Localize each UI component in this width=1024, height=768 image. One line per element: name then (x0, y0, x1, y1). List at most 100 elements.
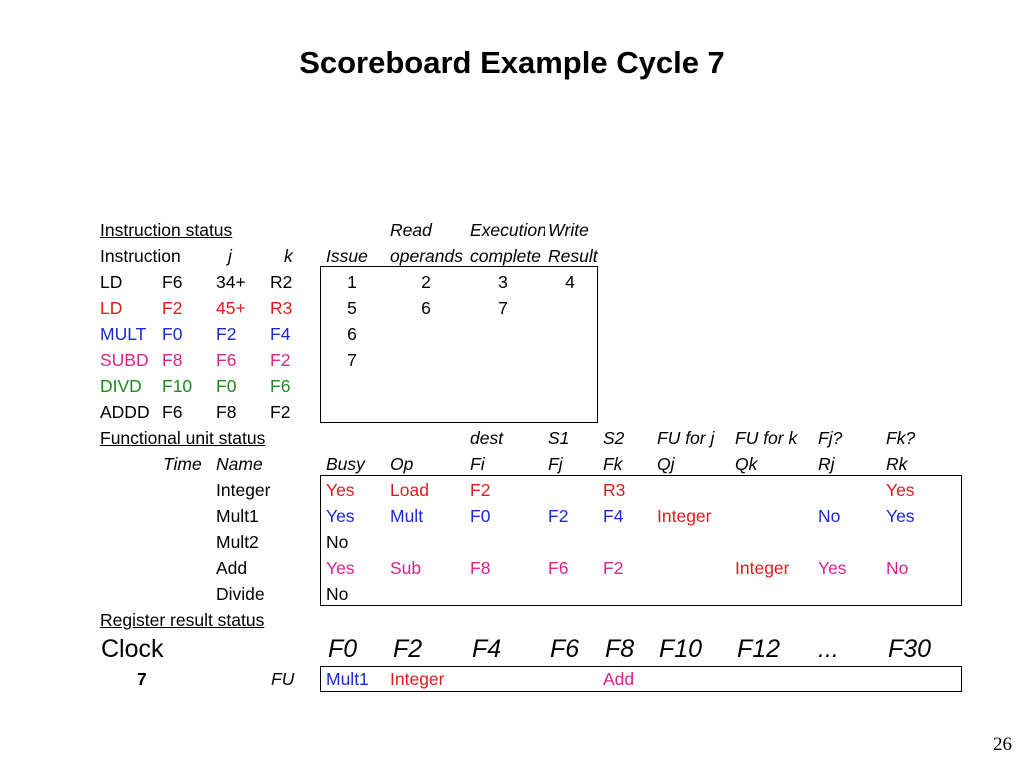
register-header: F8 (605, 635, 635, 663)
register-result-box (320, 666, 962, 692)
instr-j: F0 (216, 376, 237, 396)
header-write-label: Write (548, 220, 589, 240)
fu-header-rj: Rj (818, 454, 835, 474)
fu-rk: Yes (886, 506, 915, 526)
register-result-status-label: Register result status (100, 610, 265, 630)
fu-name: Integer (216, 480, 271, 500)
instr-exec: 3 (498, 272, 508, 292)
page-title: Scoreboard Example Cycle 7 (299, 45, 725, 80)
fu-busy: No (326, 584, 349, 604)
instr-j: F8 (216, 402, 237, 422)
header-k: k (284, 246, 293, 266)
fu-header-fk-ready: Fk? (886, 428, 916, 448)
fu-header-fu-j: FU for j (657, 428, 715, 448)
fu-name: Divide (216, 584, 265, 604)
header-execution-label: Execution (470, 220, 545, 240)
fu-header-fj-ready: Fj? (818, 428, 843, 448)
fu-fi: F8 (470, 558, 491, 578)
instr-dest: F6 (162, 272, 183, 292)
register-fu-value: Integer (390, 669, 445, 689)
fu-name: Add (216, 558, 248, 578)
instr-dest: F0 (162, 324, 183, 344)
clock-value: 7 (137, 669, 147, 689)
register-header: F4 (472, 635, 502, 663)
fu-header-qk: Qk (735, 454, 758, 474)
clock-label: Clock (101, 635, 164, 663)
fu-busy: No (326, 532, 349, 552)
fu-name: Mult1 (216, 506, 259, 526)
functional-unit-status-box (320, 475, 962, 606)
fu-header-busy: Busy (326, 454, 365, 474)
fu-header-fu-k: FU for k (735, 428, 798, 448)
fu-rk: Yes (886, 480, 915, 500)
fu-rj: Yes (818, 558, 847, 578)
instr-dest: F2 (162, 298, 183, 318)
fu-header-time: Time (163, 454, 202, 474)
instr-k: F4 (270, 324, 291, 344)
instr-k: R2 (270, 272, 293, 292)
instr-k: F2 (270, 402, 291, 422)
instr-k: F2 (270, 350, 291, 370)
instr-dest: F6 (162, 402, 183, 422)
instr-issue: 5 (347, 298, 357, 318)
instr-write: 4 (565, 272, 575, 292)
instruction-status-label: Instruction status (100, 220, 233, 240)
instr-issue: 1 (347, 272, 357, 292)
fu-fi: F2 (470, 480, 491, 500)
fu-op: Mult (390, 506, 424, 526)
fu-header-qj: Qj (657, 454, 675, 474)
instr-j: 34+ (216, 272, 246, 292)
fu-name: Mult2 (216, 532, 259, 552)
register-header: F30 (888, 635, 932, 663)
instr-j: F2 (216, 324, 237, 344)
fu-op: Load (390, 480, 429, 500)
header-instruction: Instruction (100, 246, 181, 266)
instr-k: F6 (270, 376, 291, 396)
instr-op: LD (100, 272, 123, 292)
fu-header-fk: Fk (603, 454, 623, 474)
fu-fk: F4 (603, 506, 624, 526)
register-header: F2 (393, 635, 423, 663)
fu-fj: F6 (548, 558, 569, 578)
page-number: 26 (993, 734, 1012, 755)
instr-dest: F8 (162, 350, 183, 370)
header-read-operands: operands (390, 246, 463, 266)
instr-op: SUBD (100, 350, 149, 370)
fu-header-fj: Fj (548, 454, 563, 474)
header-issue: Issue (326, 246, 368, 266)
register-fu-value: Mult1 (326, 669, 369, 689)
fu-header-s1: S1 (548, 428, 570, 448)
fu-header-dest: dest (470, 428, 504, 448)
header-exec-complete: complete (470, 246, 542, 266)
instr-j: F6 (216, 350, 237, 370)
fu-rk: No (886, 558, 909, 578)
instr-issue: 7 (347, 350, 357, 370)
register-header: F10 (659, 635, 703, 663)
fu-busy: Yes (326, 506, 355, 526)
instr-op: ADDD (100, 402, 150, 422)
register-fu-value: Add (603, 669, 635, 689)
fu-fj: F2 (548, 506, 569, 526)
fu-fk: F2 (603, 558, 624, 578)
register-header: F12 (737, 635, 781, 663)
header-write-result: Result (548, 246, 598, 266)
fu-fi: F0 (470, 506, 491, 526)
instr-j: 45+ (216, 298, 246, 318)
instr-issue: 6 (347, 324, 357, 344)
register-header: F6 (550, 635, 580, 663)
instr-k: R3 (270, 298, 293, 318)
header-j: j (228, 246, 232, 266)
register-header: ... (818, 635, 839, 663)
functional-unit-status-label: Functional unit status (100, 428, 266, 448)
fu-qj: Integer (657, 506, 712, 526)
instr-op: LD (100, 298, 123, 318)
fu-op: Sub (390, 558, 422, 578)
register-header: F0 (328, 635, 358, 663)
fu-qk: Integer (735, 558, 790, 578)
instruction-status-box (320, 266, 598, 423)
fu-header-name: Name (216, 454, 263, 474)
fu-header-op: Op (390, 454, 414, 474)
fu-busy: Yes (326, 558, 355, 578)
fu-header-rk: Rk (886, 454, 908, 474)
fu-fk: R3 (603, 480, 626, 500)
